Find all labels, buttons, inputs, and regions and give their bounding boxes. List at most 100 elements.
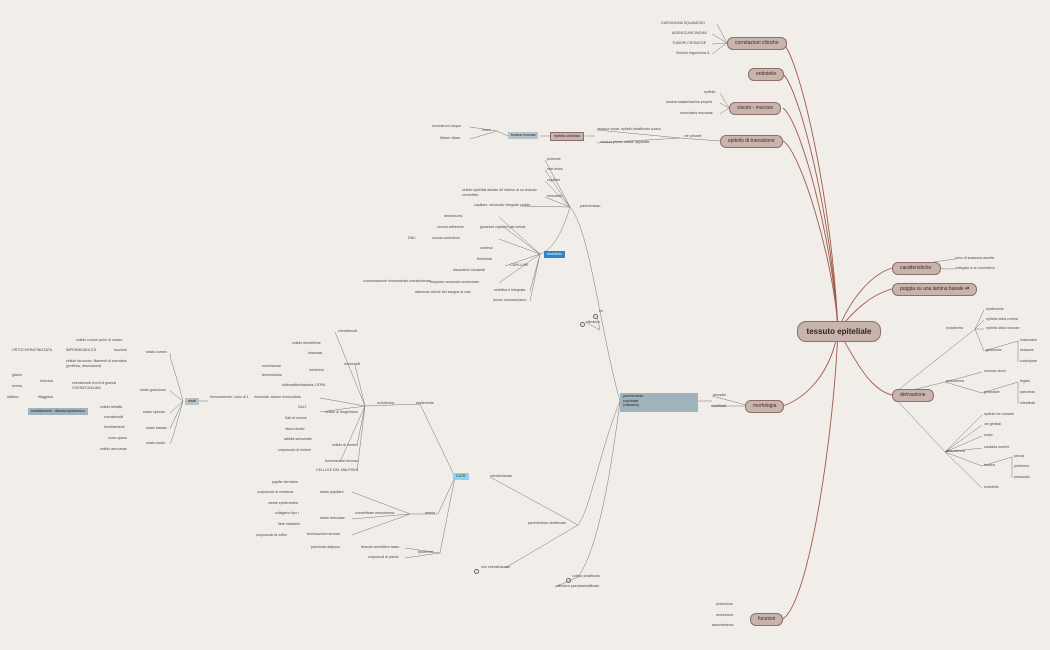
label: serina: [12, 384, 22, 388]
node-poggia-label: poggia su una lamina basale: [900, 286, 964, 292]
label: adesione cellule del sangue ai vasi: [415, 290, 471, 294]
label: cheratinociti ricchi di granuli CHERATOI…: [72, 381, 117, 390]
node-derivazione[interactable]: derivazione: [892, 389, 934, 402]
label: immunità, azione monocitaria: [254, 395, 301, 399]
label: lavoro meccanisismo: [493, 298, 527, 302]
label: derma: [425, 511, 436, 515]
label: creste epidermiche: [268, 501, 299, 505]
label: giunzioni capillare più cellule: [480, 225, 526, 229]
label: cavità/la surreni: [984, 445, 1010, 449]
label: melanociti: [344, 362, 361, 366]
label: epitelio della mucose: [986, 326, 1020, 330]
label: pavimentoso: [623, 394, 644, 398]
label: tessuto connettivo lasso: [361, 545, 400, 549]
label: polmone: [547, 157, 561, 161]
label: lamina basale/lamina propria: [666, 100, 712, 104]
node-endotelio-blue[interactable]: endotelio: [544, 251, 565, 258]
label: peritoneo: [1014, 464, 1029, 468]
node-cute[interactable]: CUTE: [453, 473, 469, 480]
label: zonula occludens: [432, 236, 460, 240]
node-endotelio[interactable]: endotelio: [748, 68, 785, 81]
label: tonofilamenti: [104, 425, 125, 429]
label: strato granuloso: [140, 388, 166, 392]
label: connettivale mesoderma: [355, 511, 395, 515]
label: selettiva e integrata: [494, 288, 526, 292]
label: cellule cornee prive di nucleo: [76, 338, 123, 342]
label: rete testis: [547, 167, 563, 171]
label: cilindrico pseudostratificato: [556, 584, 600, 588]
label: istidina: [7, 395, 19, 399]
label: pericardio: [1014, 475, 1030, 479]
label: corpuscolo di merkel: [278, 448, 311, 452]
label: ORTOCHERATINIZZATA: [12, 348, 53, 352]
label: filaggrina: [38, 395, 53, 399]
collapse-icon[interactable]: [474, 569, 479, 574]
label: strato lucido: [146, 441, 166, 445]
label: pavimentoso stratificato: [528, 521, 566, 525]
label: ectoderma: [946, 326, 963, 330]
node-morfologia[interactable]: morfologia: [745, 400, 785, 413]
label: vie genitali: [984, 422, 1001, 426]
label: terminazioni nervose: [325, 459, 359, 463]
label: endoderma: [946, 379, 965, 383]
node-funzioni[interactable]: funzioni: [750, 613, 784, 626]
label: fibre elastiche: [278, 522, 301, 526]
label: feomelanina: [262, 373, 282, 377]
root-node[interactable]: tessuto epiteliale: [797, 321, 881, 342]
label: strato papillare: [320, 490, 344, 494]
node-blue-epitelio[interactable]: pavimentoso cuboidale (cilindrico): [620, 393, 698, 412]
label: cellule lacunose, filamenti di cheratina…: [66, 359, 127, 368]
label: collegato a un connettivo: [955, 266, 995, 270]
label: cellule di merkel: [332, 443, 358, 447]
label: cuboidale: [623, 398, 639, 403]
label: mucinia e/o acque: [432, 124, 462, 128]
label: endotelio: [984, 485, 999, 489]
label: epitelio vie urinarie: [984, 412, 1014, 416]
collapse-icon[interactable]: [593, 314, 598, 319]
label: mucose vicini: [984, 369, 1006, 373]
label: collageno tipo I: [275, 511, 300, 515]
node-transizione[interactable]: epitelio di transizione: [720, 135, 783, 148]
label: pavimentoso: [580, 204, 601, 208]
label: desmosomi: [444, 214, 463, 218]
label: cilindrico: [586, 320, 600, 324]
label: ectoderma: [377, 401, 394, 405]
label: zona opaca: [108, 436, 127, 440]
label: funzioni:: [114, 348, 128, 352]
node-correlazioni[interactable]: correlazioni cliniche: [727, 37, 787, 50]
label: pancreas: [1020, 390, 1035, 394]
label: privo di sostanza amorfa: [955, 256, 995, 260]
label: strato corneo: [146, 350, 167, 354]
label: vescica vuota- epitelio stratificato cub…: [597, 127, 662, 131]
label: cellule anucleate: [100, 447, 127, 451]
collapse-icon[interactable]: [580, 322, 585, 327]
label: cellule dendritiche: [292, 341, 321, 345]
label: intestinali: [1020, 401, 1035, 405]
node-visceri[interactable]: visceri - mucose: [729, 102, 782, 115]
node-cilindrico[interactable]: epitelio cilindrico: [550, 132, 585, 141]
label: epidermide: [986, 307, 1004, 311]
label: stratificati: [711, 404, 727, 408]
label: mesotelio: [547, 194, 563, 198]
label: melanina: [309, 368, 324, 372]
node-caratteristiche[interactable]: caratteristiche:: [892, 262, 941, 275]
label: corpuscoli di pacini: [368, 555, 399, 559]
label: glicine: [12, 373, 23, 377]
node-strati[interactable]: strati: [185, 398, 199, 405]
label: tonaca: [984, 463, 995, 467]
label: eumelanina: [262, 364, 281, 368]
label: ribosi citolisi: [285, 427, 305, 431]
label: Sintomi ergonomia &: [676, 51, 710, 55]
label: cellule tetraffa: [100, 405, 123, 409]
collapse-icon[interactable]: [566, 578, 571, 583]
node-tonaca[interactable]: tonaca mucosa: [508, 132, 539, 139]
label: corpuscolo di ruffini: [256, 533, 287, 537]
label: es: [599, 309, 603, 313]
label: CARCINOMA SQUAMOSO: [661, 21, 705, 25]
node-tonofilamenti[interactable]: tonofilamenti - diventa epidermico: [28, 408, 88, 415]
node-poggia[interactable]: poggia su una lamina basale ⇄: [892, 283, 978, 296]
label: vescica piena, cellule appiattite: [600, 140, 650, 144]
label: CELLULE DEL MALPIGHI: [316, 468, 359, 472]
label: continui: [480, 246, 493, 250]
